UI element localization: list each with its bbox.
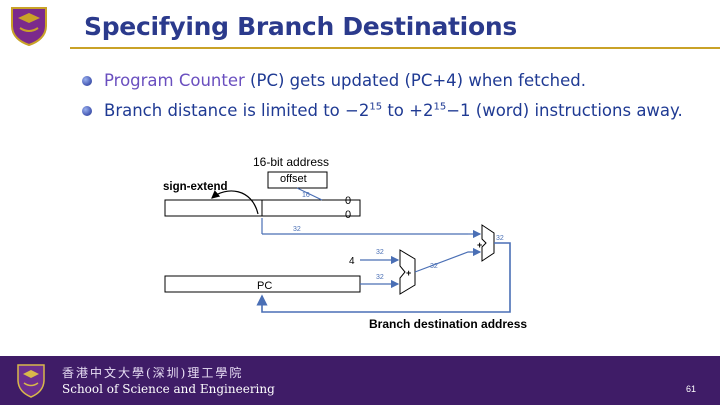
branch-destination-wire <box>256 242 511 313</box>
footer-bar: 香港中文大學(深圳)理工學院 School of Science and Eng… <box>0 356 720 405</box>
pc-plus-four-wire <box>414 247 482 273</box>
constant-four: 4 <box>349 256 355 267</box>
bit-width-32: 32 <box>376 274 384 281</box>
sign-extend-label: sign-extend <box>163 181 228 193</box>
bullet-dot-icon <box>82 76 92 86</box>
bullet-text: Branch distance is limited to −2 <box>104 101 370 120</box>
bullet-list: Program Counter (PC) gets updated (PC+4)… <box>82 66 683 126</box>
bullet-item: Branch distance is limited to −215 to +2… <box>82 96 683 126</box>
pc-label: PC <box>257 280 272 292</box>
address-label: 16-bit address <box>253 155 329 169</box>
bullet-text: to +2 <box>382 101 434 120</box>
branch-datapath-diagram: 16-bit address offset sign-extend 16 0 0… <box>163 155 527 331</box>
bit-width-16: 16 <box>302 192 310 199</box>
bullet-item: Program Counter (PC) gets updated (PC+4)… <box>82 66 683 96</box>
exponent: 15 <box>433 101 447 113</box>
pc-adder <box>399 249 416 295</box>
school-name-english: School of Science and Engineering <box>62 382 275 396</box>
title-divider <box>70 47 720 49</box>
bit-width-32: 32 <box>430 263 438 270</box>
bullet-text: (PC) gets updated (PC+4) when fetched. <box>244 71 586 90</box>
shift-zero-top: 0 <box>345 195 351 207</box>
bullet-dot-icon <box>82 106 92 116</box>
destination-label: Branch destination address <box>369 317 527 331</box>
bit-width-32: 32 <box>496 235 504 242</box>
university-crest-icon <box>11 7 47 46</box>
branch-adder <box>481 224 495 262</box>
offset-label: offset <box>280 173 307 185</box>
bullet-text: −1 (word) instructions away. <box>446 101 683 120</box>
exponent: 15 <box>369 101 383 113</box>
bit-width-32: 32 <box>376 249 384 256</box>
school-name-chinese: 香港中文大學(深圳)理工學院 <box>62 366 244 380</box>
bit-width-32: 32 <box>293 226 301 233</box>
offset-wire <box>296 187 323 201</box>
slide-title: Specifying Branch Destinations <box>84 12 517 41</box>
shift-zero-bottom: 0 <box>345 209 351 221</box>
page-number: 61 <box>685 384 696 394</box>
adder-plus-lower: + <box>406 268 411 278</box>
sign-extend-arrow <box>211 190 259 215</box>
highlight-term: Program Counter <box>104 71 245 90</box>
school-crest-icon <box>17 364 45 398</box>
adder-plus-upper: + <box>477 240 482 250</box>
